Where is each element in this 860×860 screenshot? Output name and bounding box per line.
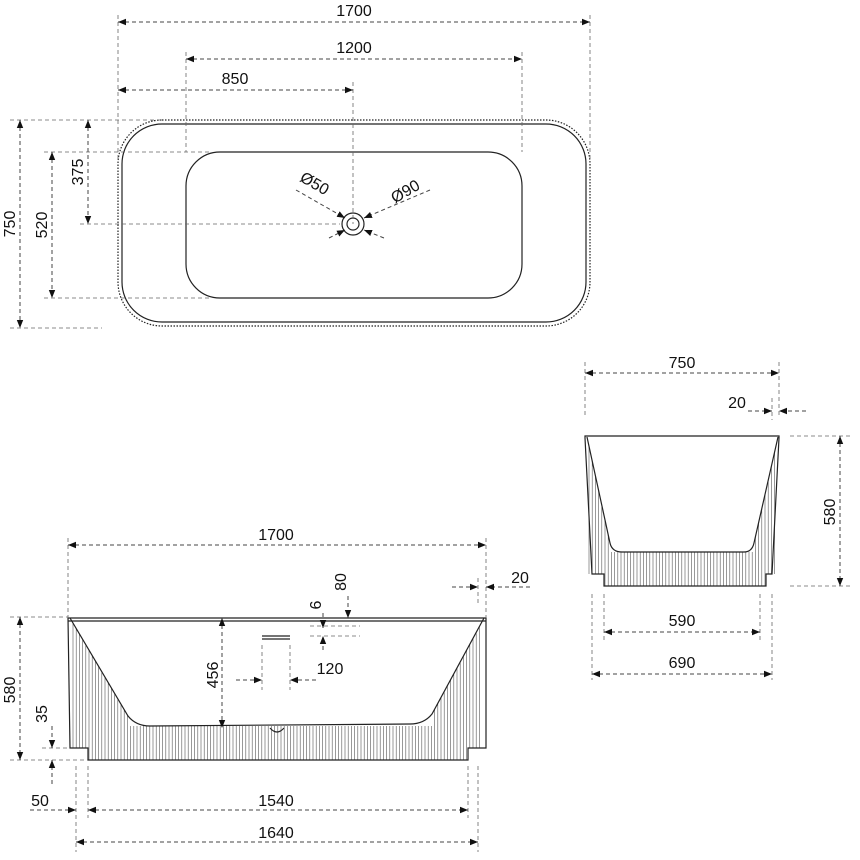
side-drain-length: 120 xyxy=(317,661,344,678)
side-view: 1700 20 80 6 120 456 580 35 50 1540 1640 xyxy=(2,527,530,852)
side-view-outer-profile xyxy=(67,617,487,761)
top-view-outer-rim-inner xyxy=(121,123,587,323)
end-overall-height: 580 xyxy=(822,499,839,526)
side-drain-gap: 6 xyxy=(308,600,325,609)
top-view-outer-rim xyxy=(117,119,591,327)
top-inner-width: 520 xyxy=(34,212,51,239)
drain-large-diameter: Ø90 xyxy=(388,177,423,207)
end-view-fluting xyxy=(588,446,775,586)
end-view-outer-profile xyxy=(584,435,780,587)
end-view: 750 20 580 590 690 xyxy=(584,355,850,680)
side-lip-thickness: 20 xyxy=(511,570,529,587)
drain-outer-circle xyxy=(341,212,365,236)
top-overall-length: 1700 xyxy=(336,3,372,20)
top-view: 1700 1200 850 750 520 375 Ø50 Ø90 xyxy=(2,3,591,329)
side-view-drain xyxy=(269,727,285,733)
side-foot-length: 1640 xyxy=(258,825,294,842)
side-view-inner-profile xyxy=(69,617,485,727)
side-overall-height: 580 xyxy=(2,677,19,704)
end-lip-thickness: 20 xyxy=(728,395,746,412)
top-view-basin xyxy=(185,151,523,299)
side-base-length: 1540 xyxy=(258,793,294,810)
end-overall-width: 750 xyxy=(669,355,696,372)
top-drain-width-offset: 375 xyxy=(70,159,87,186)
top-overall-width: 750 xyxy=(2,211,19,238)
side-drain-depth: 80 xyxy=(333,573,350,591)
end-foot-width: 690 xyxy=(669,655,696,672)
drain-small-diameter: Ø50 xyxy=(297,169,332,199)
side-plinth-height: 35 xyxy=(34,705,51,723)
side-overall-length: 1700 xyxy=(258,527,294,544)
side-view-fluting xyxy=(72,623,480,760)
top-inner-length: 1200 xyxy=(336,40,372,57)
end-base-width: 590 xyxy=(669,613,696,630)
side-inner-depth: 456 xyxy=(205,662,222,689)
end-view-inner-profile xyxy=(586,436,779,553)
side-plinth-inset: 50 xyxy=(31,793,49,810)
top-drain-offset: 850 xyxy=(222,71,249,88)
